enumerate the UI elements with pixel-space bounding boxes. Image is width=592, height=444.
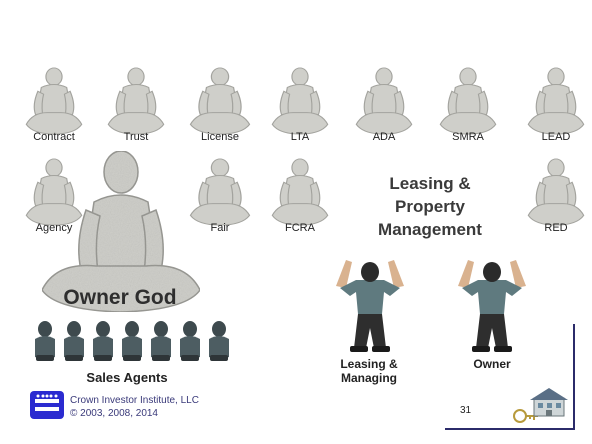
sales-agent-figure <box>120 321 144 368</box>
sales-agent-figure <box>33 321 57 368</box>
footer-company: Crown Investor Institute, LLC <box>70 395 199 406</box>
law-statue <box>24 66 84 141</box>
frame-vertical-line <box>573 324 575 430</box>
sales-agents-label: Sales Agents <box>86 370 168 385</box>
owner-god-statue <box>41 150 201 313</box>
heading-line-2: Property <box>395 197 465 216</box>
law-statue <box>106 66 166 141</box>
leasing-managing-line-2: Managing <box>341 371 397 385</box>
law-label: LTA <box>290 131 310 143</box>
law-statue <box>438 66 498 141</box>
law-statue <box>24 157 84 232</box>
law-label: ADA <box>372 131 396 143</box>
heading-line-1: Leasing & <box>389 174 471 193</box>
house-keys-icon <box>513 388 568 423</box>
law-statue <box>526 66 586 141</box>
kneeling-figure-leasing <box>336 260 404 352</box>
law-label: RED <box>544 222 568 234</box>
page-number: 31 <box>460 405 472 416</box>
sales-agent-figure <box>91 321 115 368</box>
law-label: LEAD <box>541 131 571 143</box>
heading-line-3: Management <box>378 220 482 239</box>
leasing-managing-label: Leasing & Managing <box>326 357 412 385</box>
leasing-managing-line-1: Leasing & <box>340 357 398 371</box>
law-label: Fair <box>210 222 230 234</box>
owner-god-label: Owner God <box>63 286 177 309</box>
law-statue <box>188 157 252 232</box>
owner-label: Owner <box>473 357 511 371</box>
law-statue <box>188 66 252 141</box>
law-label: Contract <box>33 131 75 143</box>
law-label: Agency <box>35 222 73 234</box>
law-statue <box>270 157 330 232</box>
kneeling-figure-owner <box>458 260 526 352</box>
sales-agent-figure <box>149 321 173 368</box>
frame-bottom-line <box>445 428 575 430</box>
sales-agents-row <box>33 321 243 363</box>
sales-agent-figure <box>62 321 86 368</box>
section-heading: Leasing & Property Management <box>352 172 508 241</box>
sales-agent-figure <box>207 321 231 368</box>
law-label: License <box>201 131 239 143</box>
crown-logo-icon <box>30 391 64 419</box>
law-statue <box>526 157 586 232</box>
sales-agent-figure <box>178 321 202 368</box>
law-label: SMRA <box>452 131 484 143</box>
law-label: FCRA <box>285 222 315 234</box>
law-label: Trust <box>123 131 149 143</box>
law-statue <box>354 66 414 141</box>
footer-copyright: © 2003, 2008, 2014 <box>70 408 158 419</box>
law-statue <box>270 66 330 141</box>
